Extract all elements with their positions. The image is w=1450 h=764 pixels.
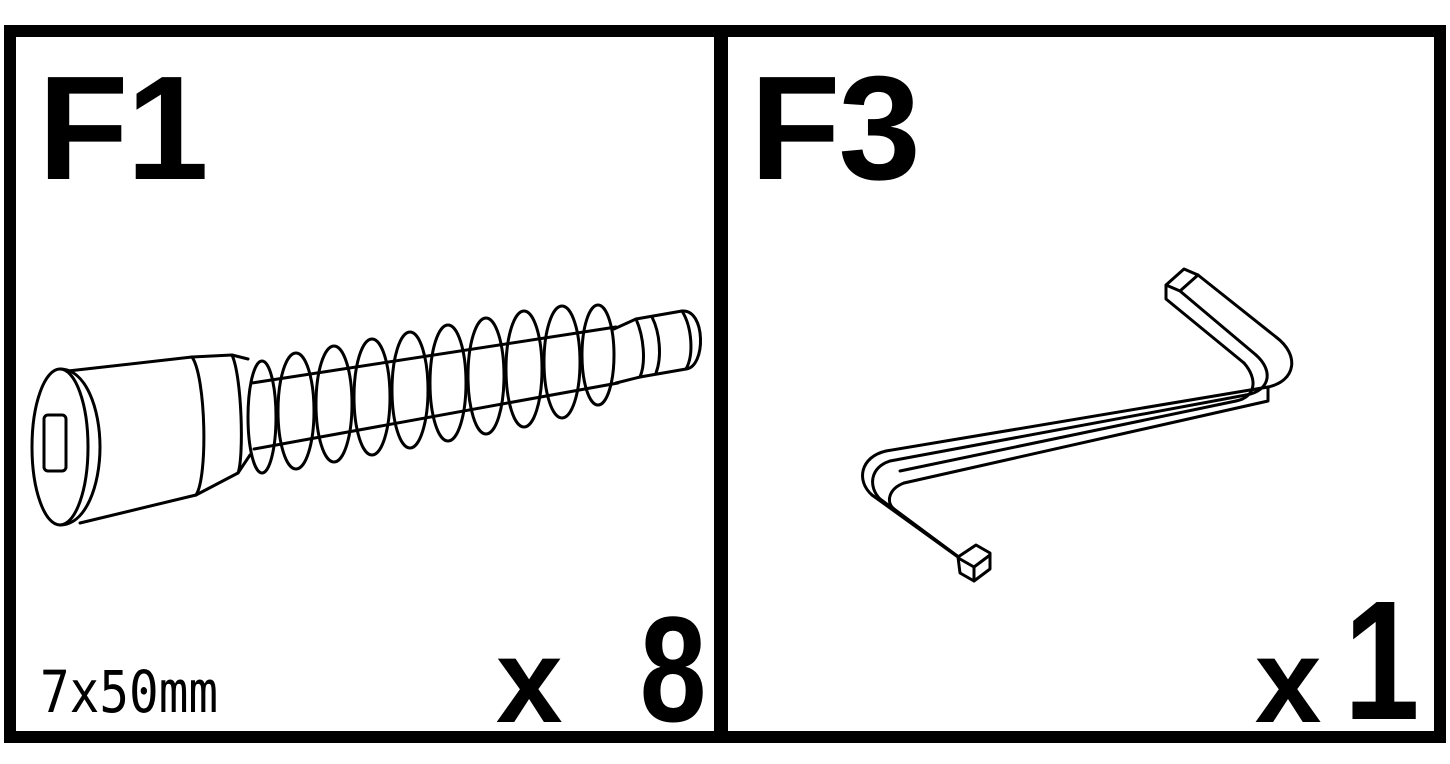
panel-f1: F1: [4, 25, 726, 753]
quantity-prefix: x: [495, 614, 563, 748]
panel-f3: F3: [716, 25, 1446, 756]
part-code: F3: [750, 46, 921, 211]
quantity: x 8: [495, 585, 706, 753]
part-code: F1: [38, 46, 209, 211]
quantity-value: 8: [639, 585, 706, 753]
allen-key-icon: [861, 267, 1294, 583]
quantity: x 1: [1254, 566, 1420, 756]
screw-icon: [30, 303, 702, 527]
quantity-value: 1: [1344, 566, 1420, 756]
size-label: 7x50mm: [40, 658, 219, 726]
quantity-prefix: x: [1254, 614, 1322, 748]
